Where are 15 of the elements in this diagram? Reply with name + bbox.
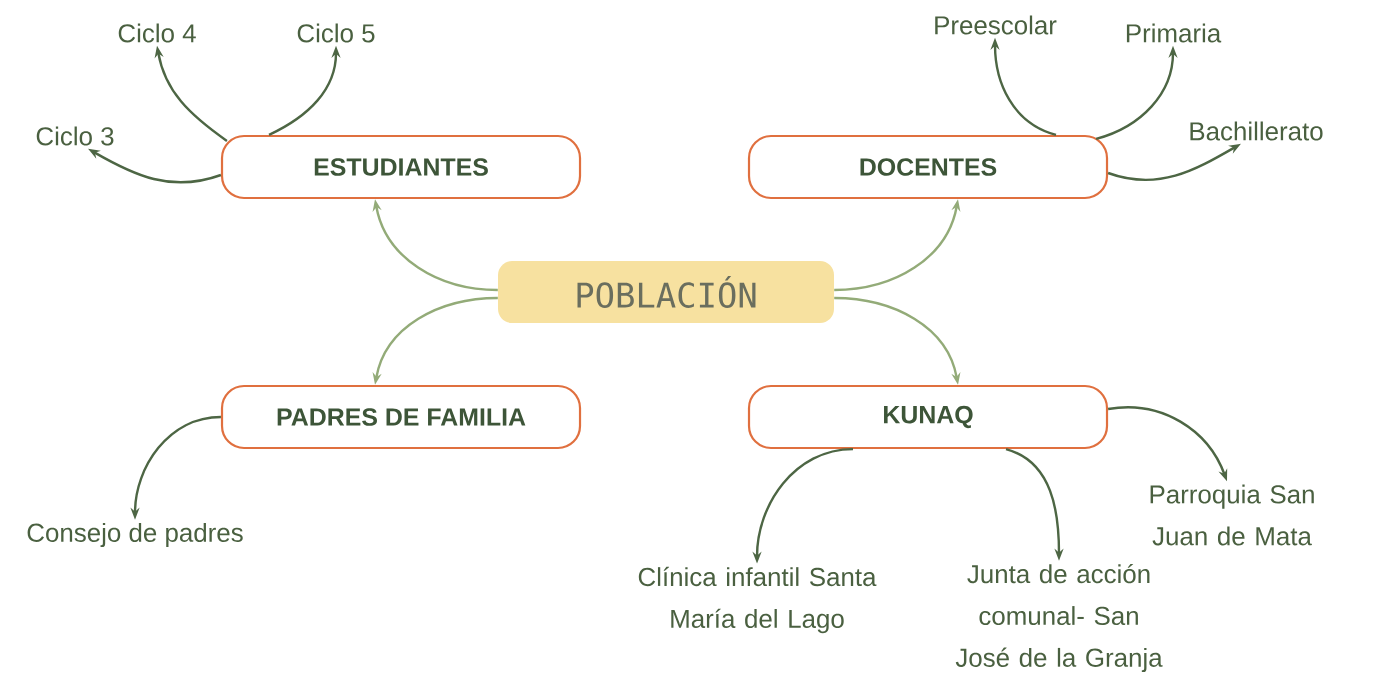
category-box: PADRES DE FAMILIA xyxy=(220,384,582,450)
item-label: Clínica infantil Santa María del Lago xyxy=(638,566,877,634)
item-label: Junta de acción comunal- San José de la Granja xyxy=(955,563,1163,673)
item-label: Bachillerato xyxy=(1190,121,1323,141)
category-box: KUNAQ xyxy=(747,384,1109,450)
item-label: Parroquia San Juan de Mata xyxy=(1150,484,1314,546)
item-label: Ciclo 5 xyxy=(297,23,375,43)
category-box: DOCENTES xyxy=(747,134,1109,200)
item-label: Ciclo 3 xyxy=(36,126,114,146)
item-label: Primaria xyxy=(1126,23,1222,43)
category-box: ESTUDIANTES xyxy=(220,134,582,200)
item-label: Consejo de padres xyxy=(27,522,243,548)
central-topic-box: POBLACIÓN xyxy=(498,261,834,323)
item-label: Preescolar xyxy=(935,15,1057,35)
item-label: Ciclo 4 xyxy=(118,23,196,43)
